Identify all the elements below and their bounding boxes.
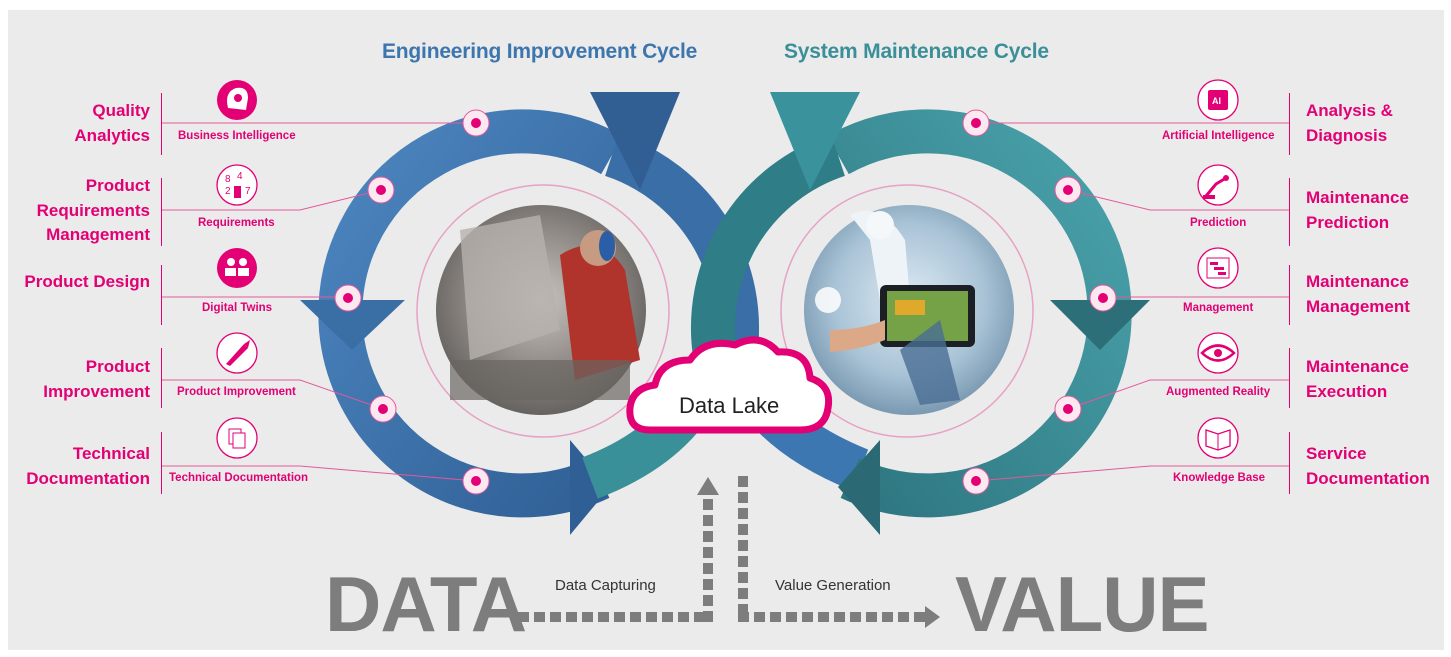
- node-dot: [462, 109, 490, 137]
- bracket-line: [1289, 93, 1290, 155]
- node-dot: [1054, 395, 1082, 423]
- inner-ring-right: [780, 184, 1034, 438]
- bracket-line: [161, 265, 162, 325]
- sub-requirements: Requirements: [198, 217, 275, 229]
- sub-technical-documentation: Technical Documentation: [169, 472, 309, 484]
- inner-ring-left: [416, 184, 670, 438]
- arrow-head-bottom-right: [838, 440, 880, 535]
- arrow-head-right: [1050, 300, 1150, 350]
- category-quality-analytics: Quality Analytics: [74, 101, 150, 145]
- svg-text:AI: AI: [1212, 96, 1221, 106]
- data-capturing-label: Data Capturing: [555, 577, 656, 594]
- data-lake-cloud: [626, 336, 833, 434]
- category-maintenance-execution: Maintenance Execution: [1306, 357, 1409, 401]
- bracket-line: [1289, 348, 1290, 408]
- node-dot: [1054, 176, 1082, 204]
- left-connectors: [162, 122, 477, 482]
- data-capturing-arrow: [518, 477, 719, 622]
- twins-icon: [217, 248, 257, 288]
- bracket-line: [161, 348, 162, 408]
- data-heading: DATA: [325, 560, 527, 648]
- category-maintenance-management: Maintenance Management: [1306, 272, 1410, 316]
- category-maintenance-prediction: Maintenance Prediction: [1306, 188, 1409, 232]
- svg-text:8: 8: [225, 174, 231, 185]
- category-product-requirements: Product Requirements Management: [36, 176, 150, 244]
- svg-text:7: 7: [245, 186, 251, 197]
- sub-augmented-reality: Augmented Reality: [1166, 386, 1271, 398]
- ar-eye-icon: [1197, 332, 1239, 374]
- category-product-design: Product Design: [24, 272, 150, 291]
- right-nodes: [962, 109, 1117, 495]
- node-dot: [962, 109, 990, 137]
- category-product-improvement: Product Improvement: [43, 357, 150, 401]
- book-icon: [1197, 417, 1239, 459]
- value-generation-arrow: [738, 476, 940, 628]
- worker-photo: [436, 205, 646, 415]
- brain-gear-icon: [217, 80, 257, 120]
- engineering-cycle-title: Engineering Improvement Cycle: [382, 40, 698, 63]
- bracket-line: [1289, 178, 1290, 246]
- sub-business-intelligence: Business Intelligence: [178, 130, 296, 142]
- right-connectors: [975, 122, 1289, 482]
- category-service-documentation: Service Documentation: [1306, 444, 1430, 488]
- arrow-head-left: [300, 300, 405, 350]
- robot-arm-icon: [1197, 164, 1239, 206]
- data-lake-label: Data Lake: [679, 393, 780, 418]
- arrow-head-top-left: [590, 92, 680, 190]
- sub-product-improvement: Product Improvement: [177, 386, 296, 398]
- bracket-line: [161, 432, 162, 494]
- arrow-head-bottom-left: [570, 440, 610, 535]
- bracket-line: [161, 178, 162, 246]
- node-dot: [369, 395, 397, 423]
- category-technical-documentation: Technical Documentation: [26, 444, 150, 488]
- sub-prediction: Prediction: [1190, 217, 1247, 229]
- ai-chip-icon: AI: [1197, 79, 1239, 121]
- sub-management: Management: [1183, 302, 1254, 314]
- left-nodes: [334, 109, 490, 495]
- node-dot: [962, 467, 990, 495]
- gantt-icon: [1197, 247, 1239, 289]
- svg-text:4: 4: [237, 171, 243, 182]
- category-analysis-diagnosis: Analysis & Diagnosis: [1306, 101, 1393, 145]
- robot-tablet-photo: [804, 205, 1014, 415]
- sub-digital-twins: Digital Twins: [202, 302, 273, 314]
- node-dot: [462, 467, 490, 495]
- node-dot: [334, 284, 362, 312]
- numbers-hand-icon: 8 4 2 7: [216, 164, 258, 206]
- maintenance-cycle-title: System Maintenance Cycle: [784, 40, 1049, 63]
- documents-icon: [216, 417, 258, 459]
- node-dot: [1089, 284, 1117, 312]
- node-dot: [367, 176, 395, 204]
- sub-artificial-intelligence: Artificial Intelligence: [1162, 130, 1275, 142]
- value-generation-label: Value Generation: [775, 577, 891, 594]
- arrow-head-top-right: [770, 92, 860, 190]
- bracket-line: [161, 93, 162, 155]
- bracket-line: [1289, 432, 1290, 494]
- rocket-icon: [216, 332, 258, 374]
- sub-knowledge-base: Knowledge Base: [1173, 472, 1266, 484]
- value-heading: VALUE: [955, 560, 1210, 648]
- bracket-line: [1289, 265, 1290, 325]
- svg-text:2: 2: [225, 186, 231, 197]
